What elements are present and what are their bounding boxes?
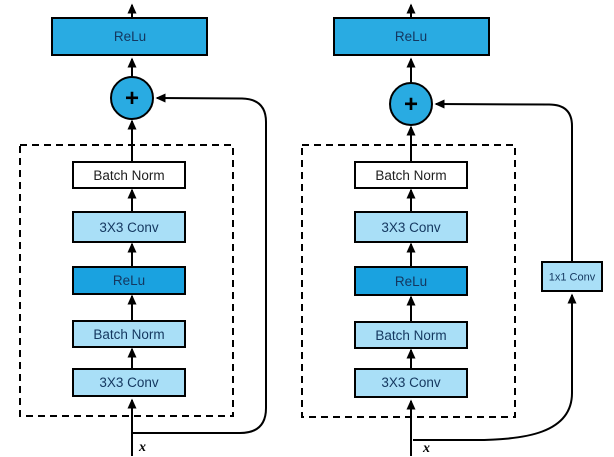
left-residual-block: ReLu + Batch Norm 3X3 Conv ReLu Batch No… (19, 3, 267, 456)
right-skip-lower-path (413, 293, 577, 441)
right-inner-relu-label: ReLu (395, 274, 427, 289)
right-shortcut-conv-box (541, 261, 603, 292)
right-batchnorm-inner-label: Batch Norm (375, 328, 446, 343)
left-output-relu-box (51, 17, 208, 56)
right-shortcut-conv-label: 1x1 Conv (549, 272, 596, 284)
right-conv-bottom-box (354, 368, 468, 398)
left-batchnorm-inner-box (72, 320, 186, 348)
right-sum-circle (389, 82, 433, 126)
left-sum-plus: + (125, 85, 139, 112)
right-dashed-boundary (301, 144, 516, 418)
right-sum-plus: + (404, 91, 418, 118)
left-conv-bottom-label: 3X3 Conv (99, 375, 159, 390)
right-output-relu-box (333, 17, 490, 56)
left-output-relu-label: ReLu (114, 29, 146, 44)
right-residual-block: ReLu + Batch Norm 3X3 Conv ReLu Batch No… (301, 3, 603, 456)
right-batchnorm-top-box (354, 161, 468, 189)
left-batchnorm-top-label: Batch Norm (93, 168, 164, 183)
left-batchnorm-top-box (72, 161, 186, 189)
right-conv-bottom-label: 3X3 Conv (381, 375, 441, 390)
right-input-label: x (422, 441, 430, 456)
left-sum-circle (110, 76, 154, 120)
left-input-label: x (138, 440, 146, 455)
right-skip-upper-path (434, 99, 573, 262)
left-conv-top-label: 3X3 Conv (99, 220, 159, 235)
left-inner-relu-box (72, 266, 186, 295)
left-inner-relu-label: ReLu (113, 273, 145, 288)
left-dashed-boundary (19, 144, 234, 417)
right-conv-top-label: 3X3 Conv (381, 220, 441, 235)
right-batchnorm-top-label: Batch Norm (375, 168, 446, 183)
left-skip-connection (133, 93, 267, 434)
right-batchnorm-inner-box (354, 321, 468, 349)
left-conv-top-box (72, 211, 186, 243)
right-conv-top-box (354, 211, 468, 243)
right-output-relu-label: ReLu (395, 29, 427, 44)
right-inner-relu-box (354, 266, 468, 296)
left-batchnorm-inner-label: Batch Norm (93, 327, 164, 342)
left-conv-bottom-box (72, 368, 186, 397)
